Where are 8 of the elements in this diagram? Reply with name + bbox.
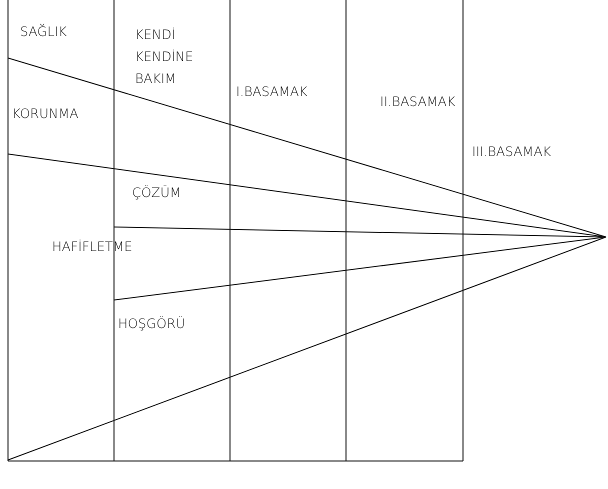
column-label: SAĞLIK <box>20 22 67 42</box>
column-label: III.BASAMAK <box>472 144 552 162</box>
column-label: KORUNMA <box>12 106 78 124</box>
column-label: KENDİ KENDİNE BAKIM <box>135 26 194 89</box>
column-label: I.BASAMAK <box>236 84 308 102</box>
column-label: HOŞGÖRÜ <box>118 315 186 334</box>
column-label: II.BASAMAK <box>380 94 456 112</box>
column-label: ÇÖZÜM <box>132 184 181 203</box>
